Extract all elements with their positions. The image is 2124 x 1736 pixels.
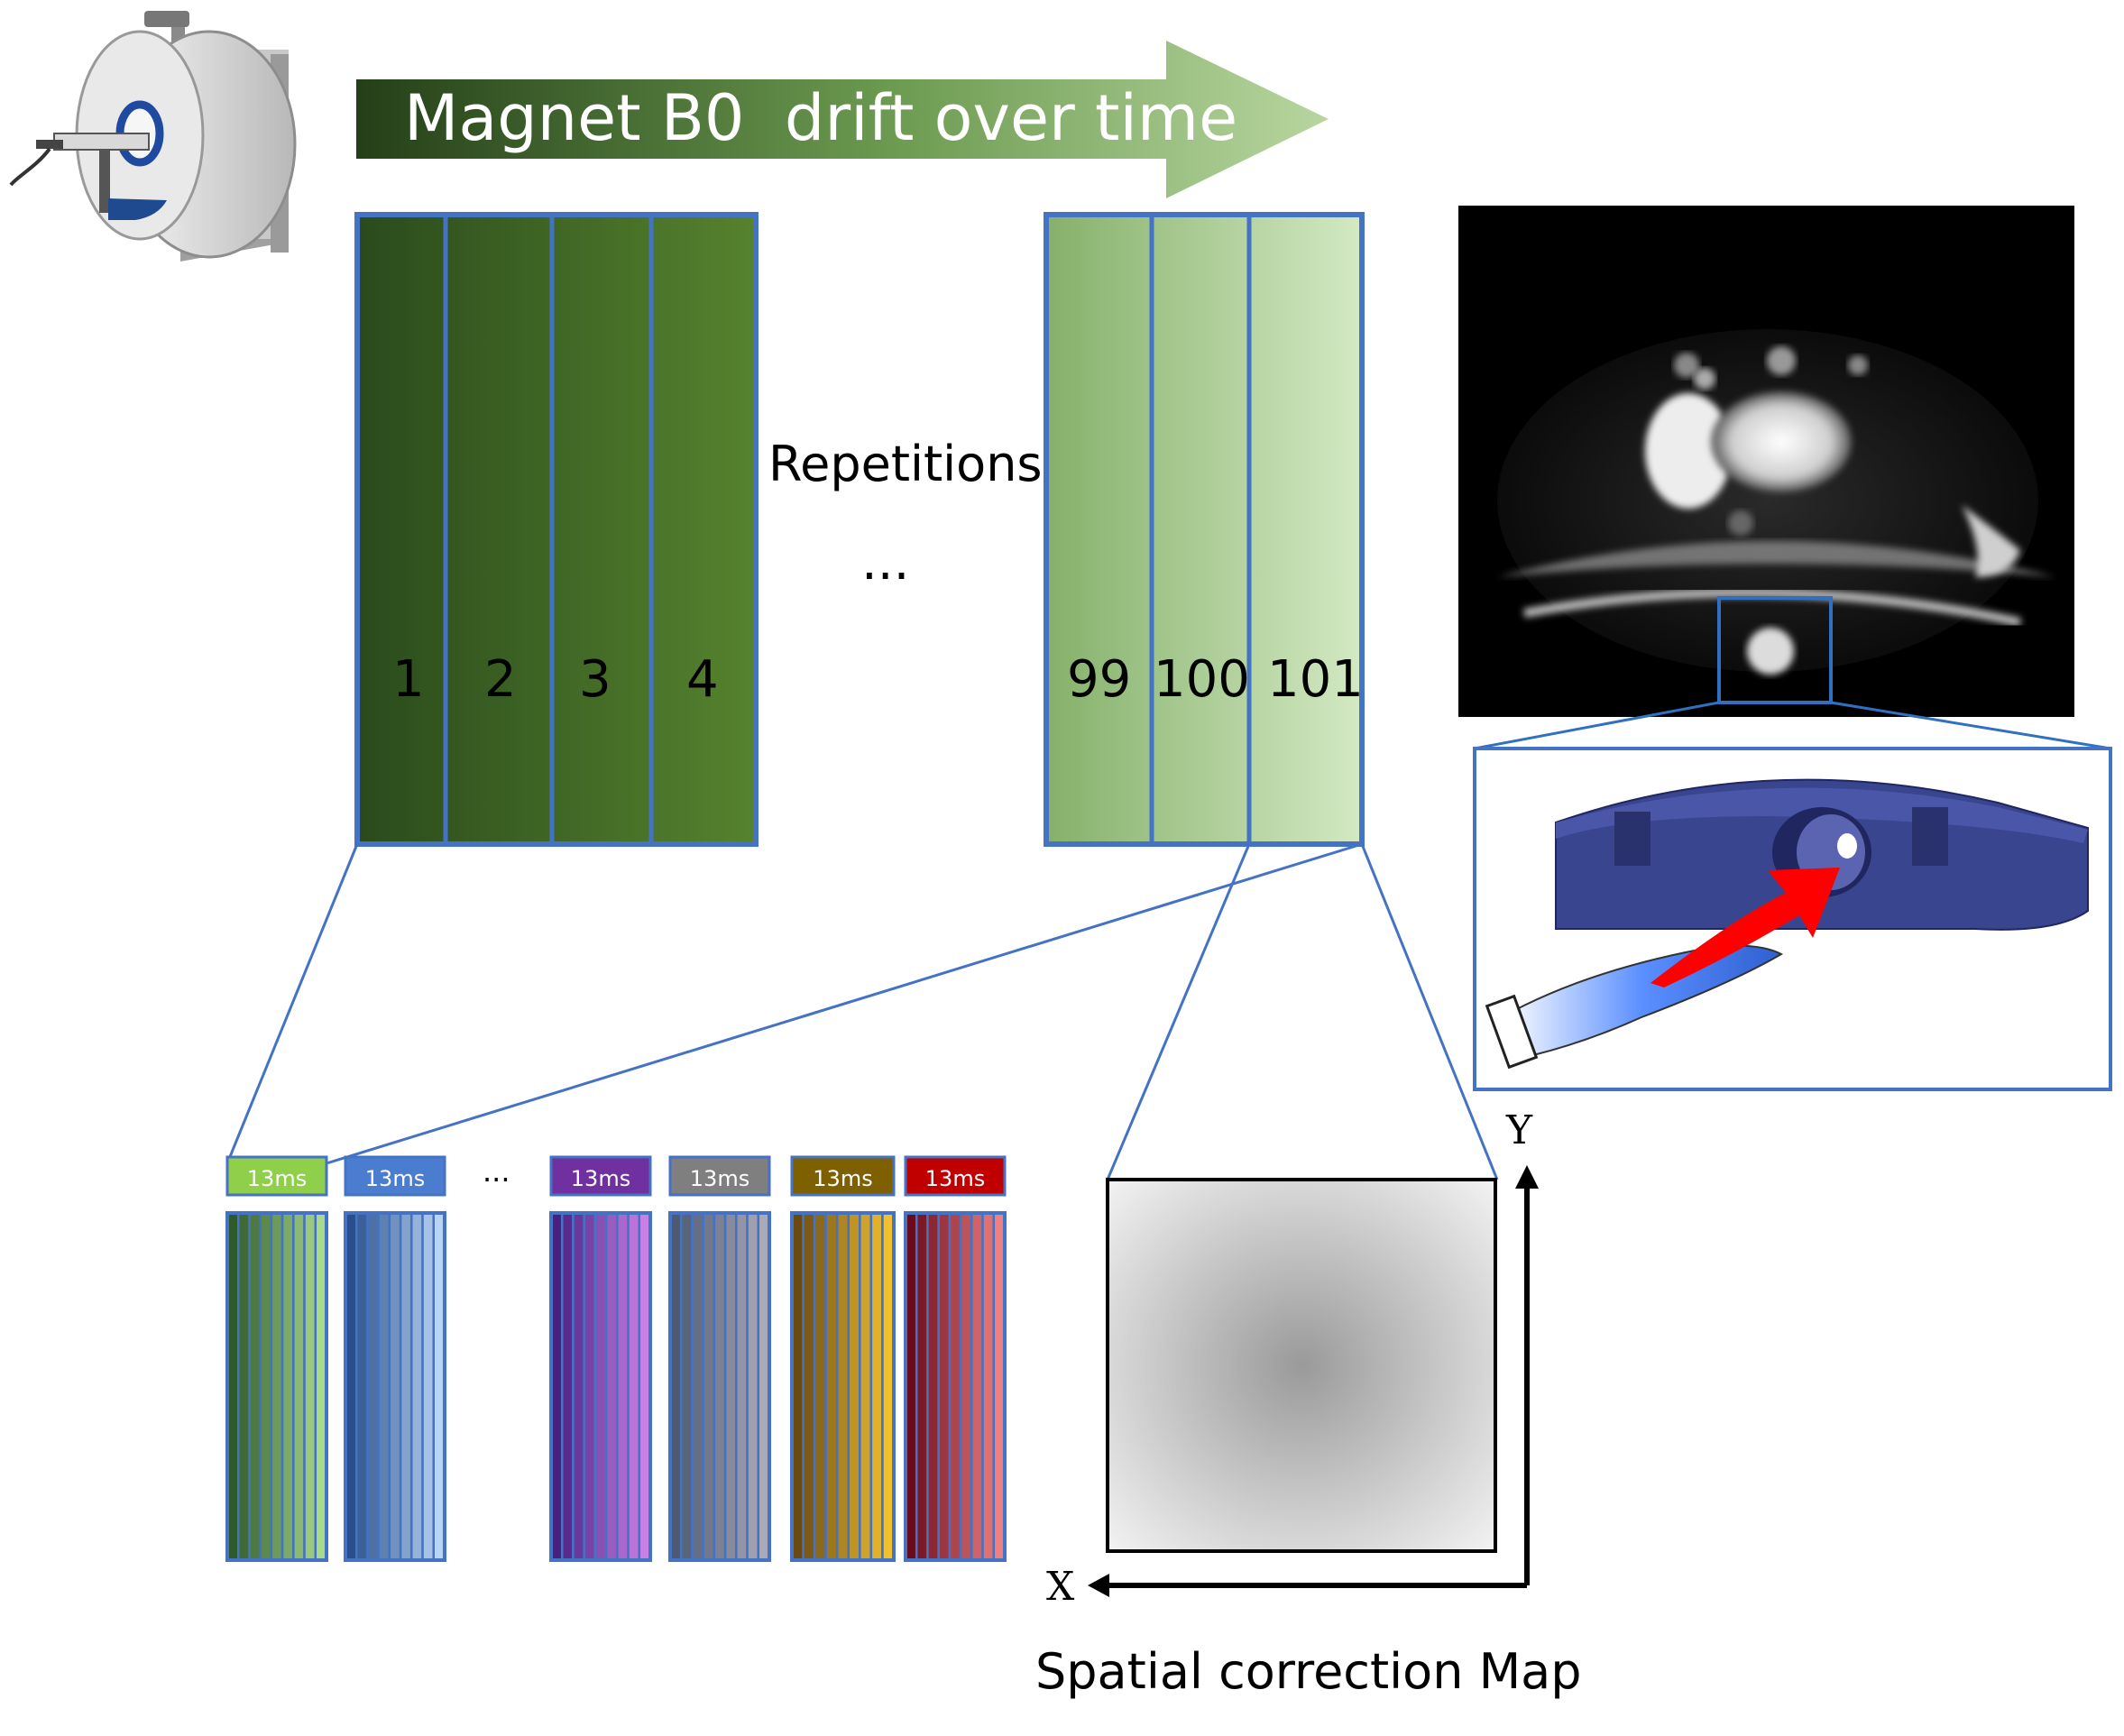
- echo-trains-ellipsis: ...: [483, 1154, 510, 1189]
- echo-stripe: [847, 1211, 861, 1562]
- echo-stripe: [593, 1211, 608, 1562]
- echo-trains: 13ms 13ms 13ms 13ms 13ms 13ms: [225, 1155, 1007, 1562]
- echo-stripe: [259, 1211, 273, 1562]
- echo-time-label: 13ms: [925, 1166, 985, 1191]
- echo-stripe: [835, 1211, 851, 1562]
- echo-time-label: 13ms: [571, 1166, 630, 1191]
- echo-stripe: [560, 1211, 575, 1562]
- echo-stripe: [616, 1211, 630, 1562]
- echo-train-column: [790, 1211, 896, 1562]
- echo-stripe: [627, 1211, 641, 1562]
- echo-train-column: [549, 1211, 652, 1562]
- echo-train-column: [904, 1211, 1007, 1562]
- echo-label-box: [668, 1155, 771, 1197]
- echo-stripe: [410, 1211, 424, 1562]
- echo-train-column: [668, 1211, 771, 1562]
- echo-stripe: [303, 1211, 317, 1562]
- echo-label-box: [790, 1155, 896, 1197]
- echo-stripe: [746, 1211, 760, 1562]
- echo-stripe: [926, 1211, 940, 1562]
- echo-label-box: [549, 1155, 652, 1197]
- echo-stripe: [583, 1211, 597, 1562]
- mri-cardiac-image: [1458, 206, 2074, 717]
- echo-stripe: [388, 1211, 402, 1562]
- echo-stripe: [270, 1211, 284, 1562]
- repetition-number: 4: [686, 650, 719, 709]
- echo-stripe: [723, 1211, 738, 1562]
- repetition-number: 1: [392, 650, 425, 709]
- echo-stripe: [702, 1211, 716, 1562]
- inset-connector: [1830, 701, 2111, 750]
- repetition-number: 99: [1067, 650, 1131, 709]
- sample-holder-panel: [1473, 747, 2112, 1091]
- echo-stripe: [959, 1211, 973, 1562]
- echo-label-box: [225, 1155, 328, 1197]
- echo-stripe: [292, 1211, 306, 1562]
- b0-drift-label: Magnet B0 drift over time: [404, 81, 1237, 155]
- echo-time-label: 13ms: [813, 1166, 872, 1191]
- echo-stripe: [377, 1211, 391, 1562]
- echo-label-box: [344, 1155, 446, 1197]
- echo-stripe: [604, 1211, 619, 1562]
- repetition-number: 100: [1154, 650, 1250, 709]
- repetition-number: 3: [579, 650, 611, 709]
- echo-stripe: [280, 1211, 295, 1562]
- late-repetitions-block: 99 100 101: [1044, 212, 1365, 847]
- repetitions-ellipsis: ...: [861, 533, 909, 592]
- echo-stripe: [366, 1211, 380, 1562]
- echo-stripe: [572, 1211, 585, 1562]
- echo-time-label: 13ms: [690, 1166, 749, 1191]
- echo-stripe: [824, 1211, 839, 1562]
- map-caption: Spatial correction Map: [1035, 1643, 1582, 1700]
- early-repetitions-block: 1 2 3 4: [354, 212, 759, 847]
- echo-stripe: [869, 1211, 884, 1562]
- echo-stripe: [970, 1211, 984, 1562]
- echo-stripe: [802, 1211, 816, 1562]
- echo-stripe: [915, 1211, 929, 1562]
- mri-scanner-icon: [9, 11, 297, 262]
- b0-drift-arrow: Magnet B0 drift over time: [356, 41, 1329, 198]
- y-axis-label: Y: [1505, 1107, 1533, 1153]
- echo-stripe: [248, 1211, 262, 1562]
- echo-train-column: [344, 1211, 446, 1562]
- x-axis-label: X: [1046, 1564, 1075, 1610]
- echo-stripe: [813, 1211, 827, 1562]
- zoom-connector-lines: [225, 842, 1499, 1180]
- echo-time-label: 13ms: [247, 1166, 307, 1191]
- echo-time-label: 13ms: [365, 1166, 425, 1191]
- echo-stripe: [859, 1211, 873, 1562]
- echo-stripe: [236, 1211, 251, 1562]
- echo-stripe: [354, 1211, 369, 1562]
- echo-stripe: [679, 1211, 694, 1562]
- inset-connector: [1474, 701, 1720, 750]
- echo-stripe: [421, 1211, 436, 1562]
- spatial-correction-map: Y X Spatial correction Map: [1035, 1107, 1582, 1700]
- echo-stripe: [713, 1211, 727, 1562]
- repetitions-label: Repetitions: [768, 436, 1043, 492]
- echo-stripe: [691, 1211, 704, 1562]
- echo-stripe: [981, 1211, 996, 1562]
- echo-stripe: [937, 1211, 952, 1562]
- echo-stripe: [399, 1211, 413, 1562]
- echo-stripe: [948, 1211, 962, 1562]
- echo-train-column: [225, 1211, 328, 1562]
- repetition-number: 2: [484, 650, 517, 709]
- repetition-number: 101: [1267, 650, 1364, 709]
- echo-stripe: [735, 1211, 749, 1562]
- echo-label-box: [904, 1155, 1007, 1197]
